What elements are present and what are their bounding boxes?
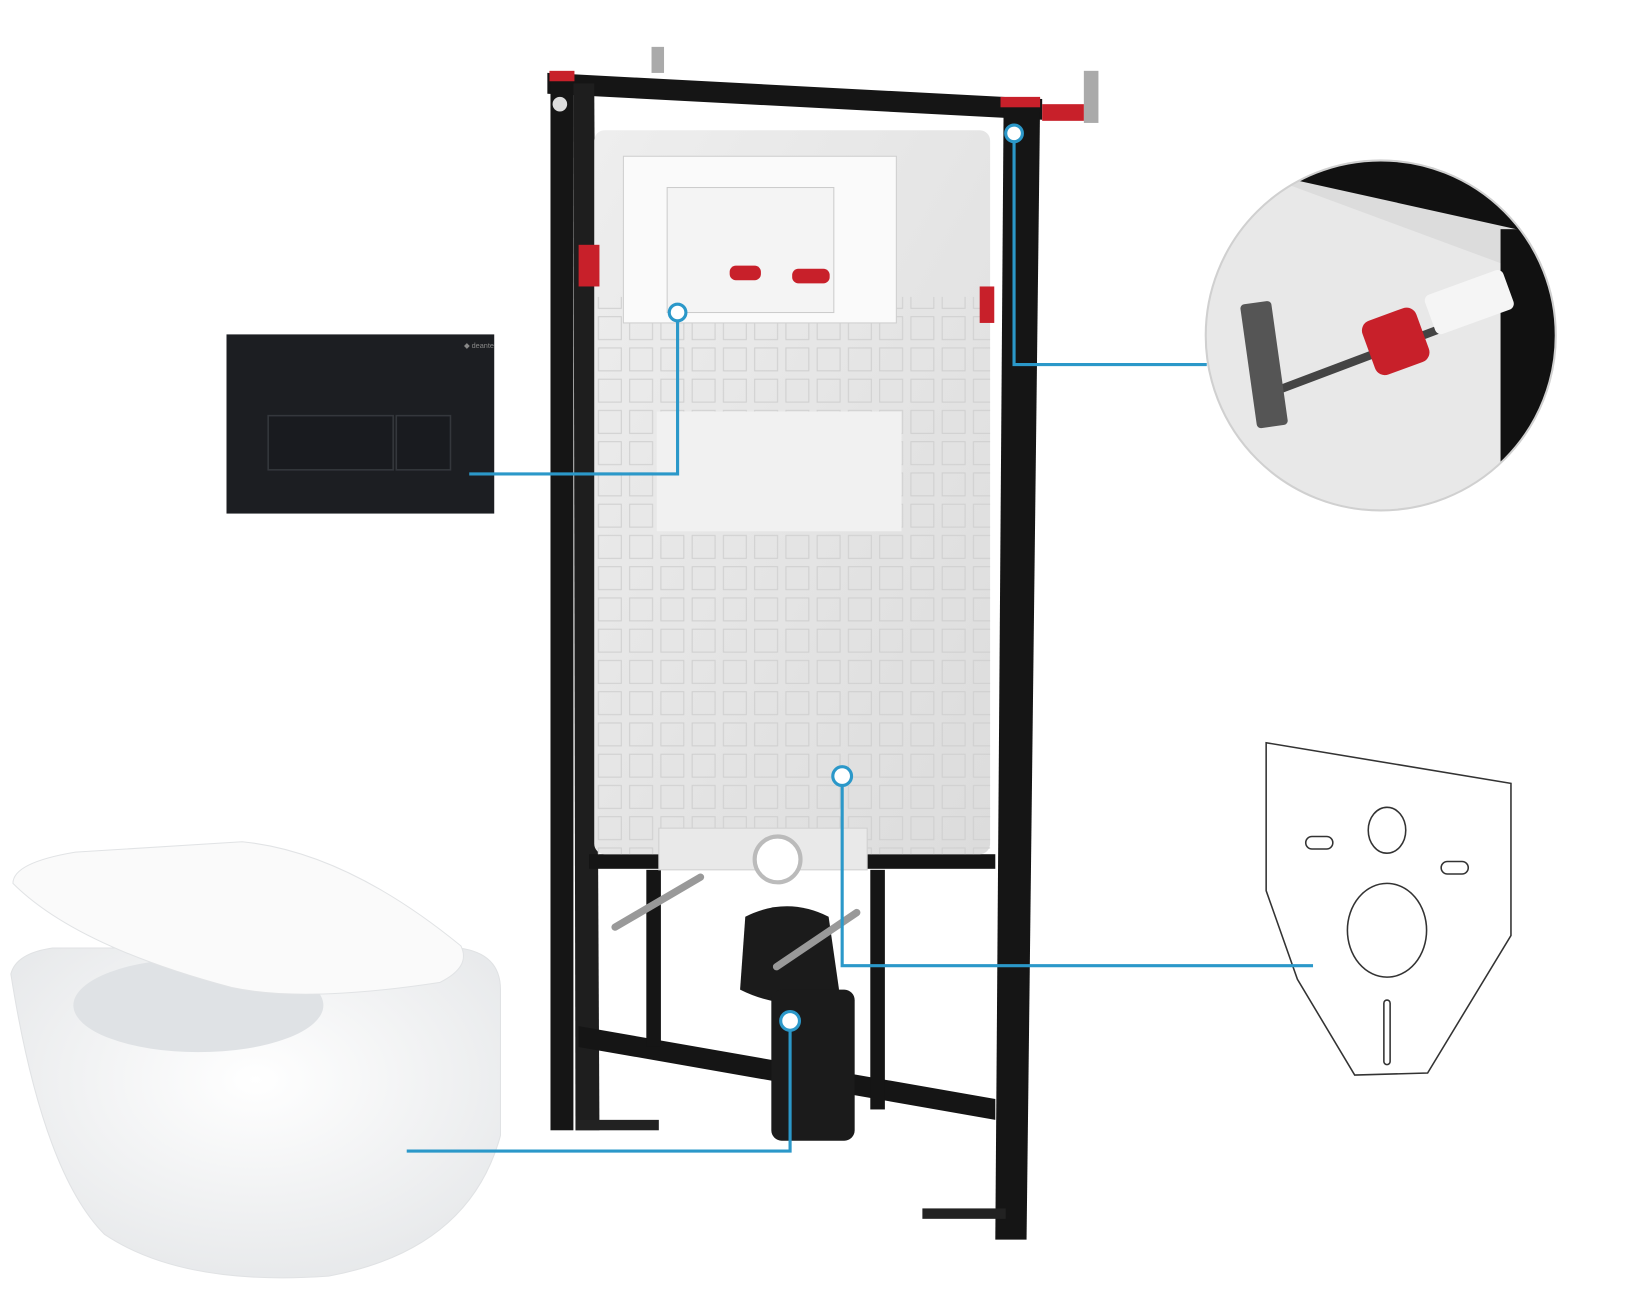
wall-hung-toilet (10, 841, 502, 1279)
acoustic-mat (1265, 741, 1512, 1076)
mounting-bolt-detail (1204, 159, 1557, 512)
installation-frame (547, 46, 1099, 1240)
callout-lines (406, 123, 1314, 1153)
brand-logo: ◆ deante (464, 341, 494, 350)
cistern (578, 130, 995, 1141)
flush-plate: ◆ deante (226, 334, 495, 514)
